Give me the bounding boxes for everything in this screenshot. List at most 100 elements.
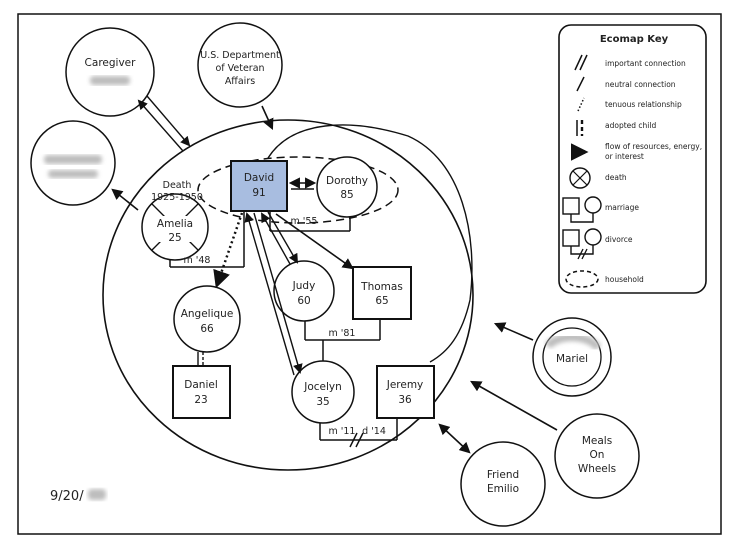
caregiver-name-redacted bbox=[90, 76, 130, 85]
key-sym-divorce-circle bbox=[584, 228, 602, 246]
key-sym-marriage-circle bbox=[584, 196, 602, 214]
date-year-redacted bbox=[88, 489, 106, 500]
meals-label-line1: Meals bbox=[582, 435, 612, 447]
m11-label: m '11 bbox=[329, 426, 356, 437]
david-angelique-tenuous bbox=[213, 212, 244, 289]
key-sym-important-b bbox=[579, 54, 588, 71]
david-jocelyn-link-a bbox=[244, 212, 295, 376]
caregiver-circle bbox=[65, 27, 155, 117]
key-adopted: adopted child bbox=[605, 121, 656, 130]
key-flow-line1: flow of resources, energy, bbox=[605, 142, 702, 151]
key-box bbox=[558, 24, 707, 294]
va-arrow bbox=[261, 105, 274, 131]
key-sym-divorce-line bbox=[570, 245, 594, 255]
key-death: death bbox=[605, 173, 627, 182]
angelique-name: Angelique bbox=[181, 308, 234, 320]
va-label-line2: of Veteran bbox=[215, 63, 264, 74]
unnamed-system-arrow bbox=[111, 188, 139, 211]
key-flow-line2: or interest bbox=[605, 152, 644, 161]
key-sym-divorce-slash1 bbox=[577, 248, 584, 260]
david-judy-link-a bbox=[261, 212, 291, 265]
key-sym-marriage-line bbox=[570, 213, 594, 223]
divorce-slash-2 bbox=[355, 432, 364, 448]
key-tenuous: tenuous relationship bbox=[605, 100, 682, 109]
mariel-arrow bbox=[493, 322, 534, 341]
jeremy-age: 36 bbox=[398, 394, 412, 406]
meals-on-wheels-circle bbox=[554, 413, 640, 499]
key-sym-important-a bbox=[574, 54, 583, 71]
friend-arrow bbox=[438, 423, 471, 454]
meals-arrow bbox=[470, 380, 558, 431]
david-age: 91 bbox=[252, 187, 265, 199]
date-label: 9/20/ bbox=[50, 489, 84, 504]
amelia-name: Amelia bbox=[157, 218, 193, 230]
thomas-name: Thomas bbox=[360, 281, 403, 293]
key-title: Ecomap Key bbox=[600, 34, 669, 45]
angelique-circle bbox=[173, 285, 241, 353]
david-jocelyn-link-b bbox=[253, 212, 303, 374]
thomas-box bbox=[352, 266, 412, 320]
key-sym-tenuous bbox=[577, 97, 585, 112]
key-sym-marriage-square bbox=[562, 197, 580, 215]
mariel-redacted bbox=[544, 333, 602, 351]
va-label-line1: U.S. Department bbox=[200, 50, 280, 61]
angelique-age: 66 bbox=[200, 323, 214, 335]
m55-label: m '55 bbox=[291, 216, 318, 227]
key-sym-death-x2 bbox=[572, 170, 588, 186]
divorce-slash-1 bbox=[349, 432, 358, 448]
jeremy-name: Jeremy bbox=[386, 379, 424, 391]
jeremy-box bbox=[376, 365, 435, 419]
key-household: household bbox=[605, 275, 644, 284]
judy-name: Judy bbox=[292, 280, 316, 292]
friend-label-line1: Friend bbox=[487, 469, 519, 481]
key-important: important connection bbox=[605, 59, 686, 68]
friend-label-line2: Emilio bbox=[487, 483, 519, 495]
jocelyn-circle bbox=[291, 360, 355, 424]
thomas-age: 65 bbox=[375, 295, 388, 307]
amelia-death-line2: 1925-1950 bbox=[151, 192, 203, 203]
m81-label: m '81 bbox=[329, 328, 356, 339]
unnamed-system-redacted-1 bbox=[44, 155, 102, 164]
key-marriage: marriage bbox=[605, 203, 639, 212]
mariel-label: Mariel bbox=[556, 353, 588, 365]
d14-label: d '14 bbox=[362, 426, 386, 437]
friend-emilio-circle bbox=[460, 441, 546, 527]
amelia-label-bg bbox=[154, 216, 196, 242]
inner-boundary-curve bbox=[267, 124, 473, 363]
meals-label-line3: Wheels bbox=[578, 463, 616, 475]
amelia-age: 25 bbox=[168, 232, 181, 244]
va-circle bbox=[197, 22, 283, 108]
key-sym-divorce-square bbox=[562, 229, 580, 247]
key-sym-household bbox=[565, 270, 599, 288]
david-thomas-arrow bbox=[275, 213, 354, 270]
jocelyn-name: Jocelyn bbox=[303, 381, 342, 393]
key-sym-divorce-slash2 bbox=[581, 248, 588, 260]
dorothy-age: 85 bbox=[340, 189, 353, 201]
key-sym-neutral bbox=[576, 76, 585, 92]
david-box bbox=[230, 160, 288, 212]
daniel-name: Daniel bbox=[184, 379, 217, 391]
amelia-death-line1: Death bbox=[163, 180, 192, 191]
va-label-line3: Affairs bbox=[225, 76, 255, 87]
caregiver-link-a bbox=[137, 99, 184, 152]
family-system-circle bbox=[102, 119, 474, 471]
caregiver-link-b bbox=[146, 95, 191, 147]
page-frame bbox=[17, 13, 722, 535]
daniel-box bbox=[172, 365, 231, 419]
judy-age: 60 bbox=[297, 295, 310, 307]
jocelyn-age: 35 bbox=[316, 396, 329, 408]
household-boundary bbox=[197, 156, 399, 224]
meals-label-line2: On bbox=[590, 449, 605, 461]
m48-label: m '48 bbox=[184, 255, 211, 266]
judy-circle bbox=[273, 260, 335, 322]
david-name: David bbox=[244, 172, 274, 184]
dorothy-circle bbox=[316, 156, 378, 218]
key-neutral: neutral connection bbox=[605, 80, 676, 89]
caregiver-label: Caregiver bbox=[85, 57, 137, 69]
key-divorce: divorce bbox=[605, 235, 633, 244]
dorothy-name: Dorothy bbox=[326, 175, 368, 187]
unnamed-system-redacted-2 bbox=[48, 170, 98, 178]
daniel-age: 23 bbox=[194, 394, 207, 406]
david-judy-link-b bbox=[267, 211, 298, 264]
